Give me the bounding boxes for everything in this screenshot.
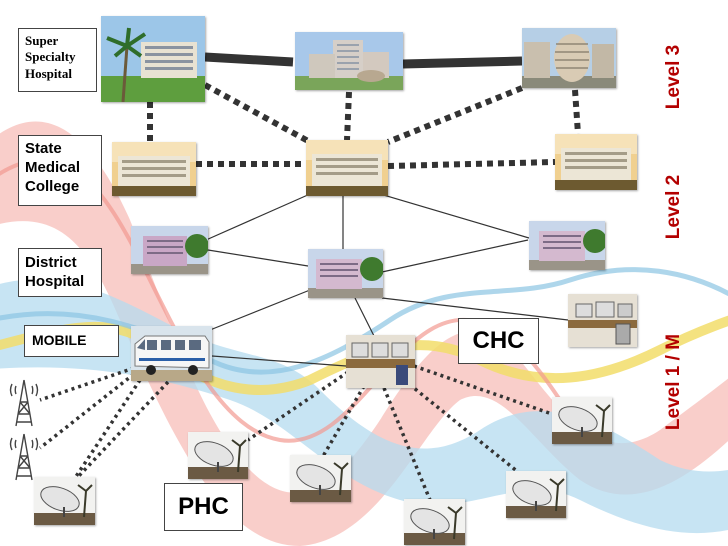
link-l3-left bbox=[204, 52, 294, 67]
label-line: Hospital bbox=[25, 272, 85, 290]
super-specialty-hospital-photo-3 bbox=[522, 28, 616, 88]
link-dotted-7 bbox=[387, 159, 556, 169]
phc-dish-photo-4 bbox=[404, 499, 465, 545]
super-specialty-hospital-photo-2 bbox=[295, 32, 403, 90]
phc-dish-photo-3 bbox=[290, 455, 351, 502]
link-dotted-2 bbox=[203, 82, 312, 145]
label-super-specialty-hospital: Super Specialty Hospital bbox=[18, 28, 97, 92]
district-hospital-photo-center bbox=[308, 249, 383, 298]
phc-dish-photo-5 bbox=[506, 471, 566, 518]
phc-dish-photo-1 bbox=[34, 477, 95, 525]
label-mobile: MOBILE bbox=[24, 325, 119, 357]
super-specialty-hospital-photo-1 bbox=[101, 16, 205, 102]
level-1-label: Level 1 / M bbox=[663, 333, 684, 431]
label-district-hospital: District Hospital bbox=[18, 248, 102, 297]
state-medical-college-photo-left bbox=[112, 142, 196, 196]
link-dotted-4 bbox=[386, 85, 524, 145]
district-hospital-photo-left bbox=[131, 226, 208, 274]
chc-lab-photo-right bbox=[568, 294, 637, 347]
label-phc: PHC bbox=[164, 483, 243, 531]
phc-dish-photo-2 bbox=[188, 432, 248, 479]
district-hospital-photo-right bbox=[529, 221, 605, 270]
label-line: Hospital bbox=[25, 65, 72, 81]
mobile-van-photo bbox=[131, 326, 212, 381]
telecom-tower-icon bbox=[9, 379, 39, 427]
state-medical-college-photo-right bbox=[555, 134, 637, 190]
level-3-label: Level 3 bbox=[663, 44, 684, 110]
telecom-tower-icon-2 bbox=[9, 433, 39, 481]
state-medical-college-photo-center bbox=[306, 140, 388, 196]
level-2-label: Level 2 bbox=[663, 174, 684, 240]
label-line: District bbox=[25, 254, 77, 271]
link-l3-right bbox=[402, 56, 523, 69]
label-state-medical-college: State Medical College bbox=[18, 135, 102, 206]
label-line: State bbox=[25, 140, 62, 157]
label-chc: CHC bbox=[458, 318, 539, 364]
label-line: Specialty bbox=[25, 49, 76, 65]
link-dotted-3 bbox=[344, 91, 352, 141]
chc-lab-photo-center bbox=[346, 335, 415, 388]
link-dotted-5 bbox=[572, 89, 581, 135]
phc-dish-photo-6 bbox=[552, 397, 612, 444]
label-line: Super bbox=[25, 33, 59, 48]
label-line: College bbox=[25, 177, 80, 195]
label-line: Medical bbox=[25, 158, 81, 176]
